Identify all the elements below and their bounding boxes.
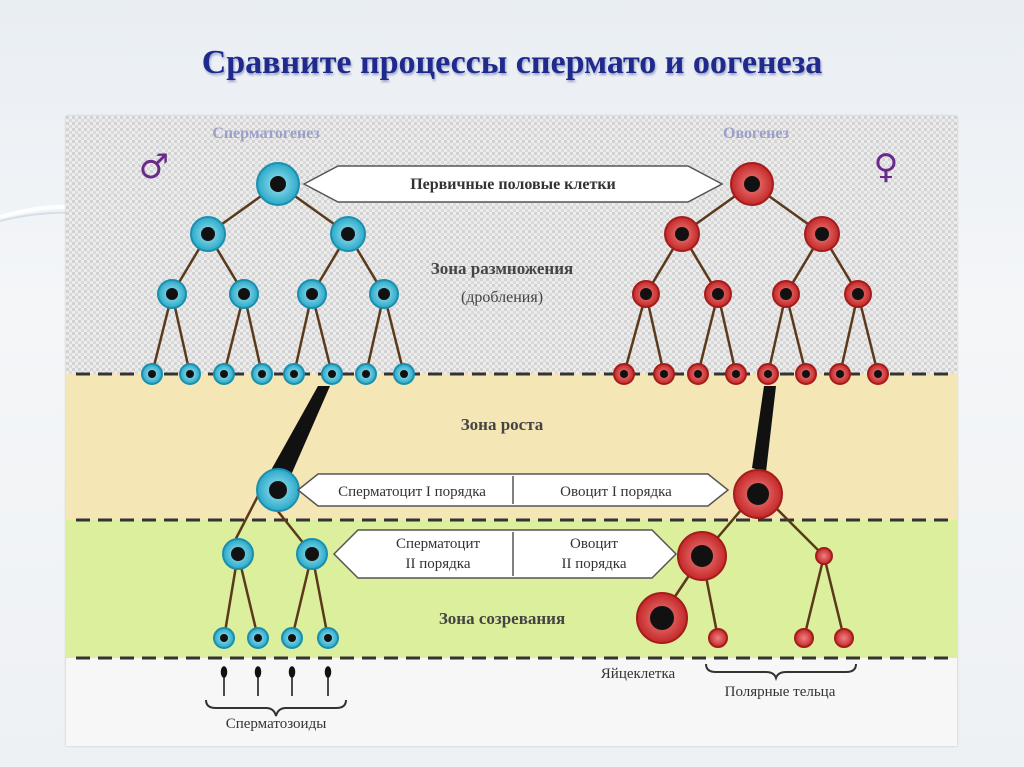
zone-reproduction-sublabel: (дробления) — [461, 289, 543, 306]
spermatocyte-2-label-line1: Сперматоцит — [396, 536, 481, 552]
spermatozoa-brace — [205, 699, 347, 717]
oocyte-1-label: Овоцит I порядка — [560, 484, 672, 500]
primary-cells-arrow — [302, 165, 724, 203]
female-cells — [613, 162, 889, 648]
spermatocyte-2-label-line2: II порядка — [405, 556, 470, 572]
egg-cell-label: Яйцеклетка — [601, 666, 676, 682]
slide-title: Сравните процессы спермато и оогенеза — [201, 44, 823, 81]
oogenesis-header: Овогенез — [723, 125, 789, 142]
gametogenesis-figure: Сперматогенез Овогенез ♂ ♀ Первичные пол… — [66, 116, 957, 746]
male-cells — [141, 162, 415, 649]
polar-bodies-brace — [705, 663, 857, 682]
female-symbol-icon: ♀ — [874, 147, 899, 187]
zone-growth-label: Зона роста — [461, 415, 544, 434]
male-symbol-icon: ♂ — [139, 147, 169, 187]
zone-reproduction-label: Зона размножения — [431, 259, 573, 278]
gametogenesis-diagram: Сперматогенез Овогенез ♂ ♀ Первичные пол… — [66, 116, 957, 746]
zone-maturation-label: Зона созревания — [439, 609, 565, 628]
primary-cells-label: Первичные половые клетки — [410, 176, 616, 193]
oocyte-2-label-line2: II порядка — [561, 556, 626, 572]
second-order-arrow — [332, 529, 678, 579]
spermatocyte-1-label: Сперматоцит I порядка — [338, 484, 486, 500]
spermatogenesis-header: Сперматогенез — [212, 125, 320, 142]
oocyte-2-label-line1: Овоцит — [570, 536, 618, 552]
female-growth-wedge — [752, 386, 776, 472]
spermatozoa-icons — [220, 666, 332, 696]
spermatozoa-label: Сперматозоиды — [226, 716, 327, 732]
male-growth-wedge — [270, 386, 330, 482]
polar-bodies-label: Полярные тельца — [725, 684, 836, 700]
